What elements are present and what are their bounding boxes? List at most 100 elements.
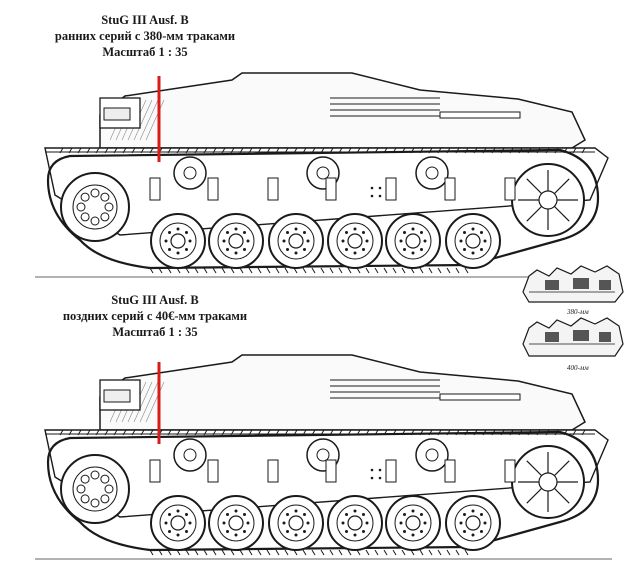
track-tooth — [365, 267, 370, 274]
wheel-bolt — [353, 251, 357, 255]
wheel-bolt — [184, 231, 188, 235]
track-tooth — [95, 147, 100, 154]
track-tooth — [428, 429, 433, 436]
track-tooth — [140, 147, 145, 154]
track-tooth — [59, 147, 64, 154]
track-tooth — [419, 429, 424, 436]
stowage-box — [439, 111, 521, 119]
track-tooth — [446, 429, 451, 436]
wheel-bolt — [341, 239, 345, 243]
suspension-arm — [207, 459, 219, 483]
wheel-bolt — [419, 513, 423, 517]
idler-hub — [538, 472, 558, 492]
wheel-bolt — [294, 509, 298, 513]
road-wheel-rim — [277, 504, 315, 542]
hatch-line — [139, 381, 159, 423]
track-tooth — [203, 267, 208, 274]
road-wheel-hub — [288, 233, 304, 249]
road-wheel-hub — [405, 233, 421, 249]
track-tooth — [275, 429, 280, 436]
caption-subtitle: поздних серий с 40€-мм траками — [62, 309, 248, 323]
wheel-bolt — [184, 529, 188, 533]
track-tooth — [365, 429, 370, 436]
track-tooth — [419, 549, 424, 556]
wheel-bolt — [234, 227, 238, 231]
road-wheel-hub — [170, 515, 186, 531]
suspension-arm — [149, 177, 161, 201]
hatch-line — [145, 99, 165, 141]
track-tooth — [194, 549, 199, 556]
track-tooth — [545, 429, 550, 436]
track-tooth — [347, 147, 352, 154]
track-tooth — [419, 147, 424, 154]
track-tooth — [464, 267, 469, 274]
wheel-bolt — [176, 533, 180, 537]
suspension-arm — [444, 177, 456, 201]
wheel-bolt — [361, 247, 365, 251]
wheel-bolt — [286, 513, 290, 517]
sprocket-hole — [80, 494, 90, 504]
track-tooth — [212, 429, 217, 436]
track-tooth — [320, 549, 325, 556]
gun-barrel — [103, 107, 131, 121]
track-tooth — [509, 147, 514, 154]
track-tooth — [401, 429, 406, 436]
track-tooth — [95, 429, 100, 436]
track-tooth — [167, 549, 172, 556]
wheel-bolt — [242, 231, 246, 235]
caption-scale: Масштаб 1 : 35 — [102, 45, 188, 59]
road-wheel-rim — [217, 222, 255, 260]
track-tooth — [329, 267, 334, 274]
rivet — [370, 194, 374, 198]
wheel-bolt — [286, 247, 290, 251]
wheel-bolt — [419, 231, 423, 235]
track-tooth — [221, 267, 226, 274]
track-tooth — [149, 267, 154, 274]
track-tooth — [401, 147, 406, 154]
wheel-bolt — [286, 231, 290, 235]
track-tooth — [347, 549, 352, 556]
track-tooth — [374, 267, 379, 274]
track-tooth — [185, 429, 190, 436]
track-tooth — [284, 147, 289, 154]
track-tooth — [428, 267, 433, 274]
track-tooth — [149, 147, 154, 154]
track-tooth — [113, 147, 118, 154]
wheel-bolt — [411, 533, 415, 537]
track-tooth — [320, 147, 325, 154]
wheel-bolt — [419, 247, 423, 251]
wheel-bolt — [242, 529, 246, 533]
wheel-bolt — [399, 521, 403, 525]
sprocket-hole — [104, 484, 114, 494]
tank-group — [35, 72, 612, 278]
track-tooth — [446, 549, 451, 556]
sprocket-hole — [90, 470, 100, 480]
road-wheel-hub — [170, 233, 186, 249]
track-tooth — [419, 267, 424, 274]
wheel-bolt — [286, 529, 290, 533]
wheel-bolt — [234, 533, 238, 537]
wheel-bolt — [463, 529, 467, 533]
track-tooth — [266, 549, 271, 556]
track-tooth — [563, 429, 568, 436]
wheel-bolt — [345, 529, 349, 533]
track-tooth — [383, 549, 388, 556]
track-tooth — [482, 429, 487, 436]
road-wheel-hub — [228, 233, 244, 249]
wheel-bolt — [459, 239, 463, 243]
sprocket-hole — [80, 192, 90, 202]
track-tooth — [572, 429, 577, 436]
track-tooth — [338, 549, 343, 556]
wheel-bolt — [365, 239, 369, 243]
wheel-bolt — [222, 521, 226, 525]
track-tooth — [230, 147, 235, 154]
track-tooth — [212, 549, 217, 556]
track-tooth — [257, 267, 262, 274]
wheel-bolt — [471, 533, 475, 537]
wheel-bolt — [423, 521, 427, 525]
wheel-bolt — [411, 251, 415, 255]
track-tooth — [473, 147, 478, 154]
gun-barrel — [103, 389, 131, 403]
sprocket-hole — [100, 494, 110, 504]
hatch-line — [145, 381, 165, 423]
